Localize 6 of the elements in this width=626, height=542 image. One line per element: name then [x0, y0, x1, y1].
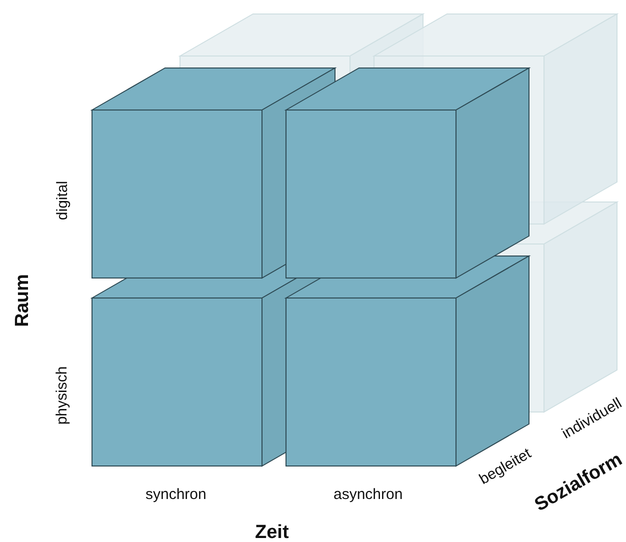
axis-title: Zeit — [255, 522, 289, 542]
axis-category-label: physisch — [54, 366, 70, 424]
axis-category-label: synchron — [146, 486, 206, 502]
axis-title: Raum — [12, 274, 32, 326]
axis-category-label: digital — [54, 180, 70, 220]
axis-category-label: asynchron — [334, 486, 403, 502]
